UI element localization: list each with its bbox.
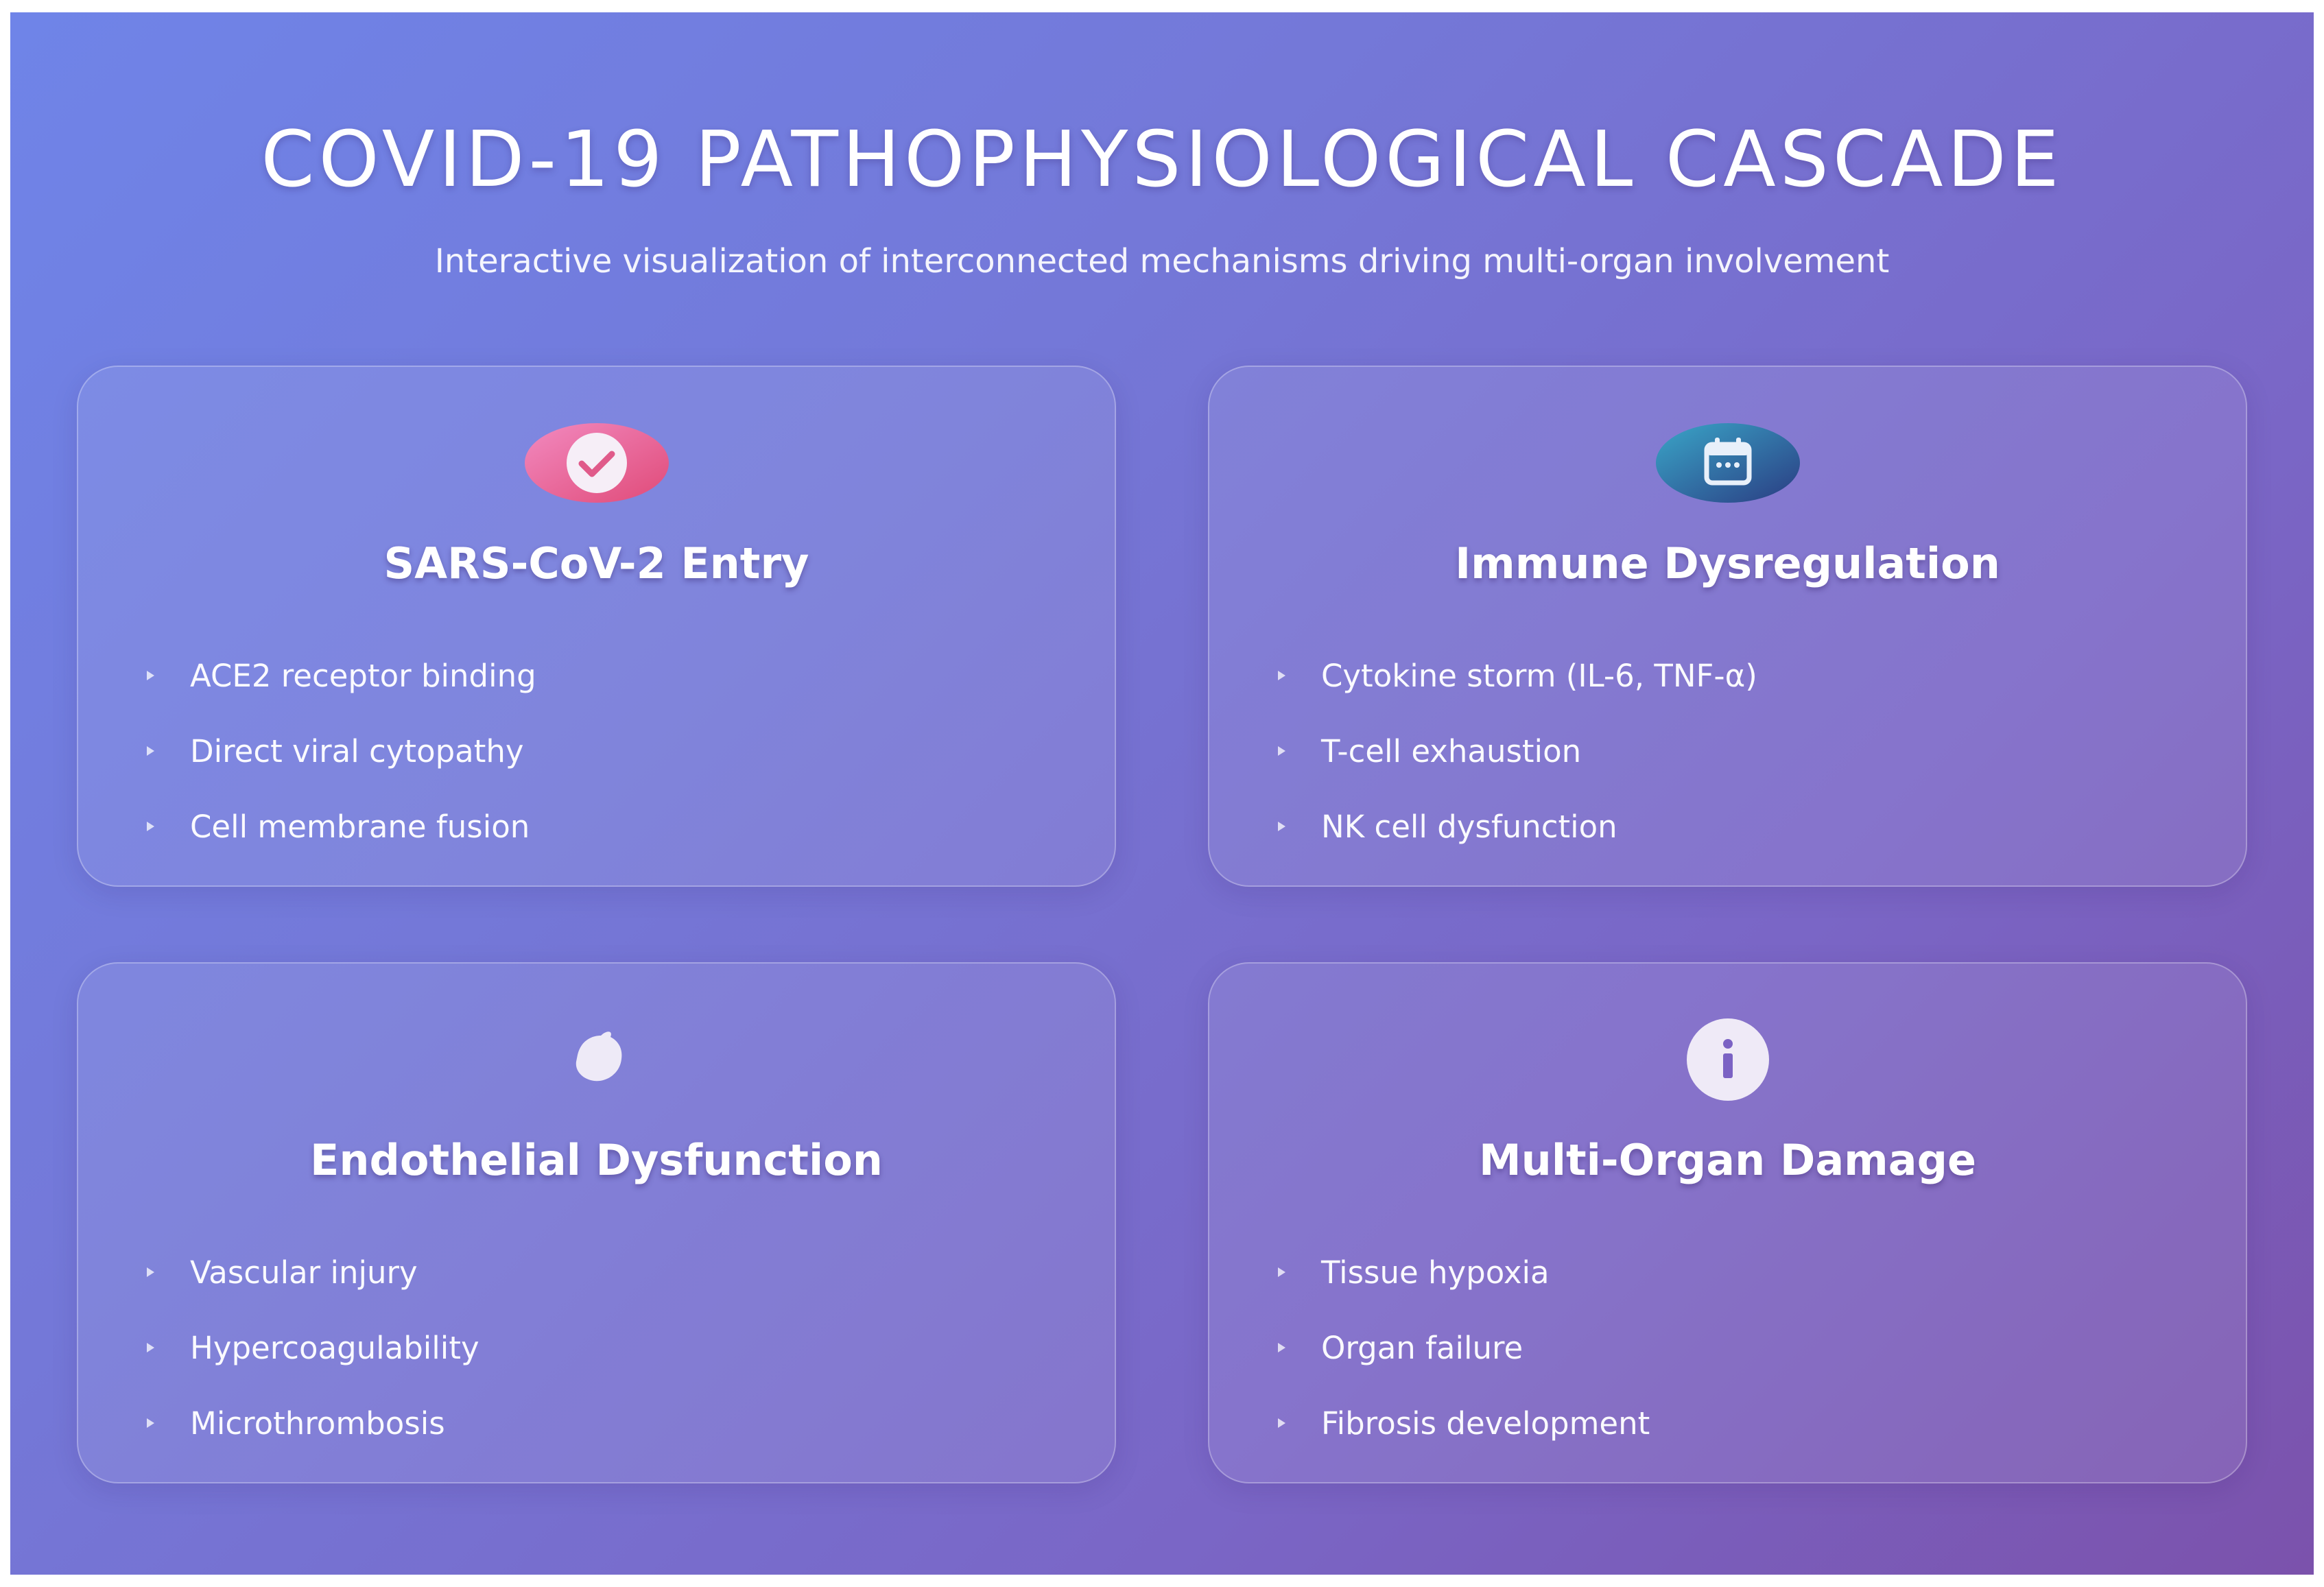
check-badge-icon	[521, 418, 672, 508]
page-title: COVID-19 PATHOPHYSIOLOGICAL CASCADE	[261, 115, 2063, 204]
list-item: Tissue hypoxia	[1278, 1234, 2205, 1310]
bullet-icon	[147, 822, 154, 831]
list-item: NK cell dysfunction	[1278, 789, 2205, 864]
list-item: Cell membrane fusion	[147, 789, 1074, 864]
bullet-icon	[147, 1267, 154, 1277]
cascade-canvas: COVID-19 PATHOPHYSIOLOGICAL CASCADE Inte…	[10, 12, 2314, 1575]
bullet-icon	[1278, 1267, 1285, 1277]
card-multi-organ-damage[interactable]: Multi-Organ Damage Tissue hypoxia Organ …	[1208, 962, 2247, 1483]
calendar-icon	[1652, 418, 1803, 508]
info-icon	[1652, 1015, 1803, 1104]
page-subtitle: Interactive visualization of interconnec…	[434, 242, 1890, 281]
bullet-icon	[1278, 822, 1285, 831]
list-item: Microthrombosis	[147, 1385, 1074, 1461]
bullet-icon	[1278, 746, 1285, 756]
card-item-list: Cytokine storm (IL-6, TNF-α) T-cell exha…	[1278, 638, 2205, 864]
bullet-icon	[147, 671, 154, 680]
bullet-icon	[1278, 671, 1285, 680]
bullet-icon	[147, 1343, 154, 1352]
card-immune-dysregulation[interactable]: Immune Dysregulation Cytokine storm (IL-…	[1208, 366, 2247, 887]
bullet-icon	[1278, 1418, 1285, 1428]
card-endothelial-dysfunction[interactable]: Endothelial Dysfunction Vascular injury …	[77, 962, 1116, 1483]
list-item: Cytokine storm (IL-6, TNF-α)	[1278, 638, 2205, 713]
bullet-icon	[1278, 1343, 1285, 1352]
card-title: SARS-CoV-2 Entry	[383, 538, 809, 588]
list-item: Hypercoagulability	[147, 1310, 1074, 1385]
list-item: Fibrosis development	[1278, 1385, 2205, 1461]
list-item: Vascular injury	[147, 1234, 1074, 1310]
card-title: Endothelial Dysfunction	[310, 1135, 883, 1185]
bullet-icon	[147, 1418, 154, 1428]
card-item-list: ACE2 receptor binding Direct viral cytop…	[147, 638, 1074, 864]
card-title: Multi-Organ Damage	[1478, 1135, 1977, 1185]
blob-icon	[521, 1015, 672, 1104]
list-item: Organ failure	[1278, 1310, 2205, 1385]
list-item: Direct viral cytopathy	[147, 713, 1074, 789]
card-item-list: Vascular injury Hypercoagulability Micro…	[147, 1234, 1074, 1461]
card-item-list: Tissue hypoxia Organ failure Fibrosis de…	[1278, 1234, 2205, 1461]
list-item: T-cell exhaustion	[1278, 713, 2205, 789]
card-sars-cov-2-entry[interactable]: SARS-CoV-2 Entry ACE2 receptor binding D…	[77, 366, 1116, 887]
bullet-icon	[147, 746, 154, 756]
list-item: ACE2 receptor binding	[147, 638, 1074, 713]
card-title: Immune Dysregulation	[1455, 538, 2000, 588]
